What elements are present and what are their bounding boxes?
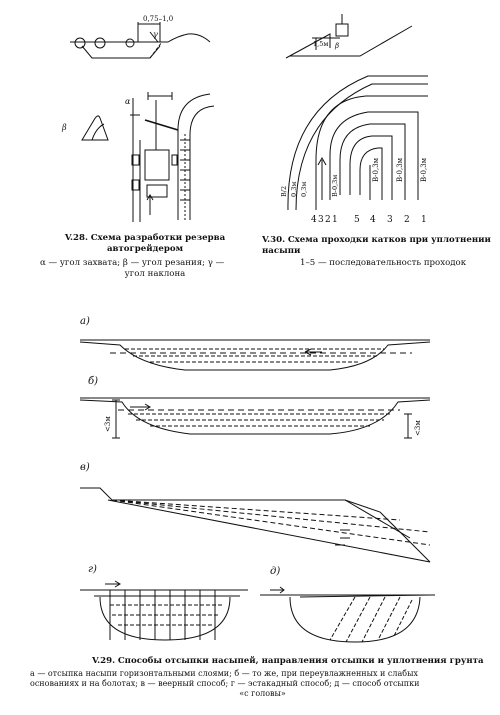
fig30-num-7: 2 — [404, 215, 410, 225]
fig30-offset-right-0: В-0,3м — [372, 157, 380, 182]
fig30-caption: V.30. Схема проходки катков при уплотнен… — [262, 235, 492, 256]
fig28-dim-label: 0,75–1,0 — [143, 15, 173, 23]
fig30-offset-left-1: 0,3м — [290, 182, 298, 197]
fig30-num-2: 2 — [325, 215, 331, 225]
fig30-num-5: 4 — [370, 215, 376, 225]
fig30-plan — [287, 75, 428, 211]
fig29-label-d: г) — [88, 564, 97, 575]
fig30-num-1: 3 — [318, 215, 324, 225]
fig30-num-4: 5 — [354, 215, 360, 225]
fig29-d — [80, 580, 248, 641]
fig29-title: Способы отсыпки насыпей, направления отс… — [117, 656, 484, 666]
fig28-legend-line1: α — угол захвата; β — угол резания; γ — — [40, 258, 225, 268]
fig28-legend-line2: угол наклона — [124, 268, 186, 279]
fig28-plan-view — [130, 92, 215, 222]
fig29-legend-line2: основаниях и на болотах; в — веерный спо… — [30, 679, 420, 688]
fig29-c — [80, 487, 431, 563]
fig28-top-sketch — [70, 22, 211, 59]
fig29-label-c: в) — [80, 462, 90, 473]
fig29-e — [260, 586, 435, 643]
fig30-num-8: 1 — [421, 215, 427, 225]
fig30-title: Схема проходки катков при уплотнении нас… — [262, 235, 491, 256]
fig29-number: V.29. — [92, 656, 116, 666]
fig30-top-label: 1,5м — [313, 40, 328, 48]
fig30-offset-right-1: В-0,3м — [396, 157, 404, 182]
fig29-label-a: а) — [80, 316, 90, 327]
fig28-beta: β — [61, 123, 67, 132]
fig30-number: V.30. — [262, 235, 286, 245]
fig29-b — [79, 397, 431, 439]
fig30-num-0: 4 — [311, 215, 317, 225]
fig29-a — [79, 339, 431, 371]
fig30-top-section — [285, 14, 413, 59]
fig29-dim-left: <3м — [104, 416, 112, 432]
fig29-legend-line3: «с головы» — [239, 689, 286, 698]
fig30-num-3: 1 — [332, 215, 338, 225]
fig29-legend: а — отсыпка насыпи горизонтальными слоям… — [30, 669, 495, 699]
fig30-legend: 1–5 — последовательность проходок — [300, 258, 467, 268]
fig30-offset-left-3: В-0,3м — [331, 175, 339, 197]
fig28-blade-detail — [81, 115, 109, 141]
fig28-caption: V.28. Схема разработки резерва автогрейд… — [30, 233, 260, 254]
fig30-offset-left-0: В/2 — [280, 186, 288, 197]
fig29-label-e: д) — [270, 566, 280, 577]
fig29-dim-right: <3м — [414, 420, 422, 436]
fig28-alpha: α — [125, 97, 131, 106]
fig28-legend: α — угол захвата; β — угол резания; γ — … — [40, 258, 270, 279]
fig30-beta: β — [334, 42, 339, 50]
fig28-title: Схема разработки резерва автогрейдером — [90, 233, 226, 254]
fig30-num-6: 3 — [387, 215, 393, 225]
fig30-offset-left-2: 0,3м — [300, 182, 308, 197]
fig28-gamma: γ — [153, 30, 158, 39]
fig29-legend-line1: а — отсыпка насыпи горизонтальными слоям… — [30, 669, 418, 678]
fig30-offset-right-2: В-0,3м — [420, 157, 428, 182]
fig29-label-b: б) — [88, 376, 98, 387]
fig28-number: V.28. — [64, 233, 88, 243]
fig29-caption: V.29. Способы отсыпки насыпей, направлен… — [92, 656, 492, 667]
